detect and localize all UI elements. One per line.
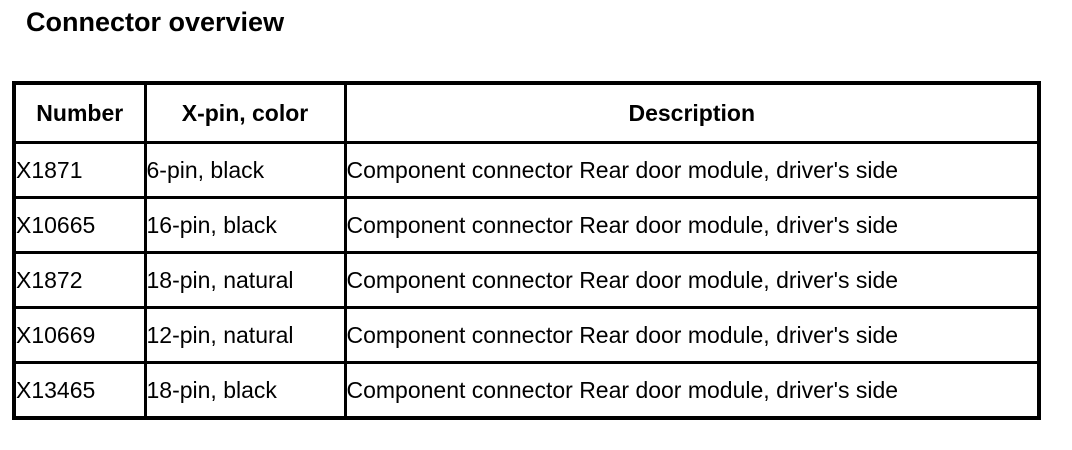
table-row: X10669 12-pin, natural Component connect… — [12, 306, 1041, 364]
cell-xpin-color: 6-pin, black — [143, 141, 347, 199]
page-title: Connector overview — [26, 7, 285, 37]
cell-xpin-color: 18-pin, natural — [143, 251, 347, 309]
cell-number: X10665 — [12, 196, 147, 254]
table-header: Number X-pin, color Description — [12, 81, 1041, 144]
table-header-row: Number X-pin, color Description — [12, 81, 1041, 144]
cell-number: X13465 — [12, 361, 147, 420]
column-header-xpin-color: X-pin, color — [143, 81, 347, 144]
cell-description: Component connector Rear door module, dr… — [343, 196, 1041, 254]
cell-description: Component connector Rear door module, dr… — [343, 251, 1041, 309]
cell-number: X1871 — [12, 141, 147, 199]
cell-xpin-color: 12-pin, natural — [143, 306, 347, 364]
cell-description: Component connector Rear door module, dr… — [343, 361, 1041, 420]
table-row: X13465 18-pin, black Component connector… — [12, 361, 1041, 420]
connector-overview-table: Number X-pin, color Description X1871 6-… — [12, 81, 1041, 420]
cell-description: Component connector Rear door module, dr… — [343, 141, 1041, 199]
cell-xpin-color: 18-pin, black — [143, 361, 347, 420]
cell-number: X10669 — [12, 306, 147, 364]
column-header-description: Description — [343, 81, 1041, 144]
cell-number: X1872 — [12, 251, 147, 309]
column-header-number: Number — [12, 81, 147, 144]
cell-description: Component connector Rear door module, dr… — [343, 306, 1041, 364]
table-row: X1872 18-pin, natural Component connecto… — [12, 251, 1041, 309]
table-body: X1871 6-pin, black Component connector R… — [12, 141, 1041, 420]
table-row: X10665 16-pin, black Component connector… — [12, 196, 1041, 254]
table-row: X1871 6-pin, black Component connector R… — [12, 141, 1041, 199]
cell-xpin-color: 16-pin, black — [143, 196, 347, 254]
